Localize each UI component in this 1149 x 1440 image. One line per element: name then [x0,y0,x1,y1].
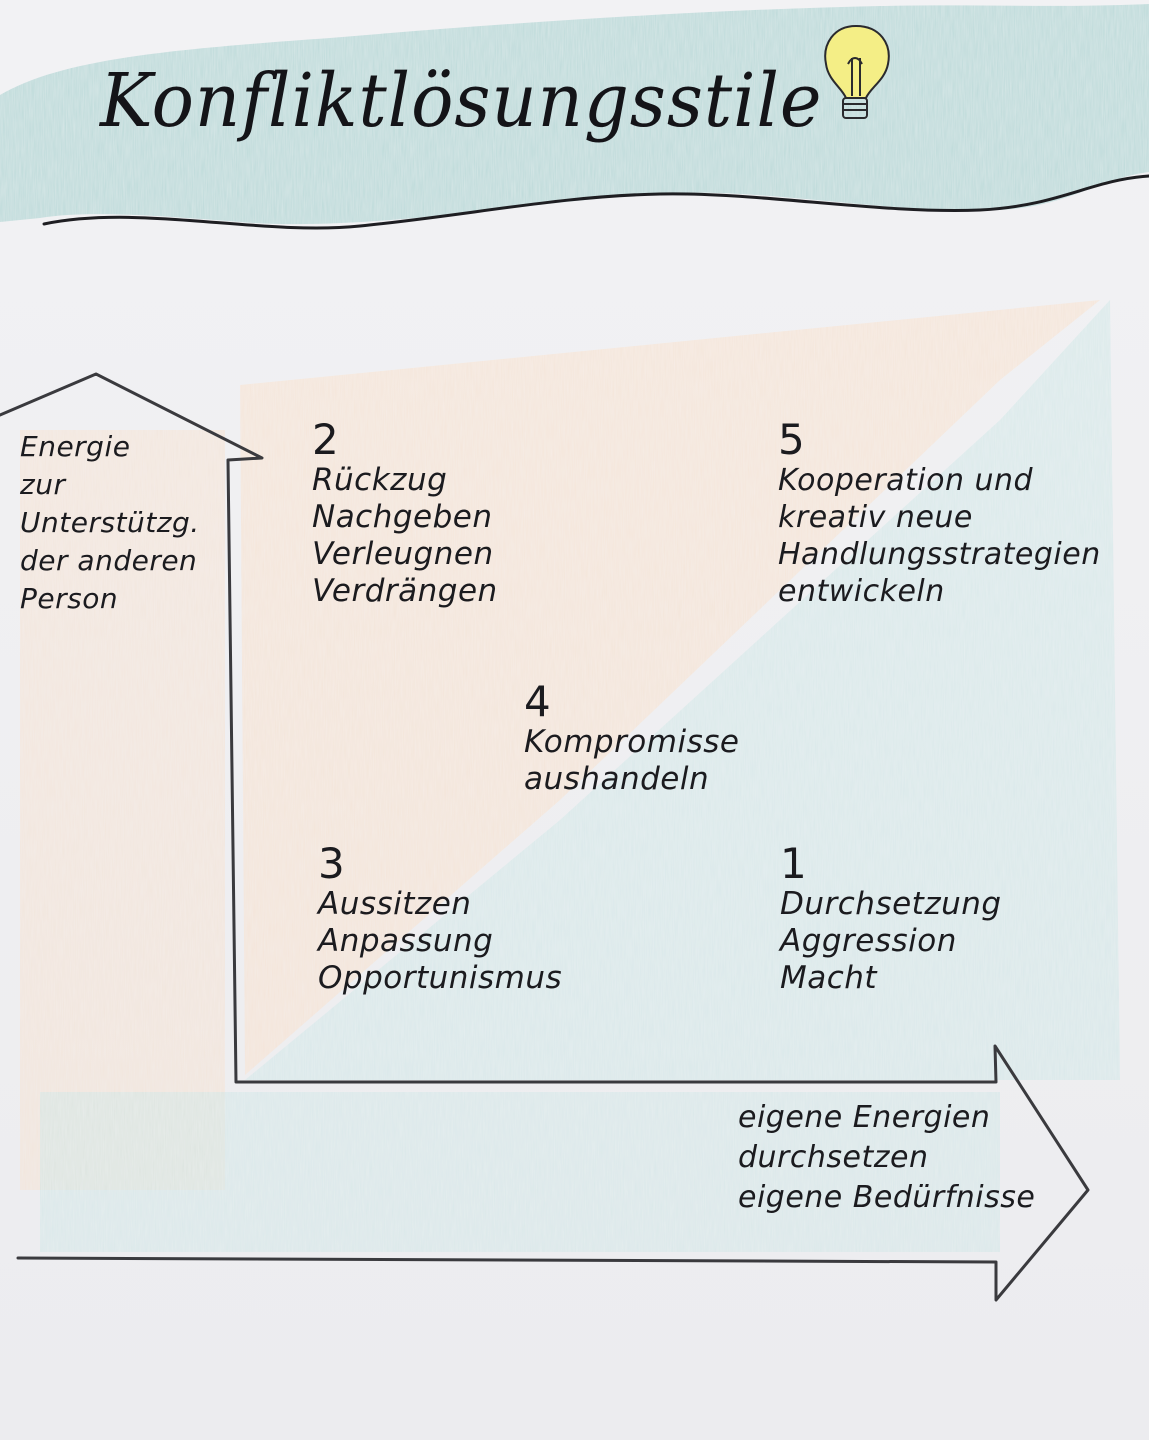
y-axis-label-line: Unterstützg. [20,506,200,539]
style-line: Rückzug [312,462,448,498]
x-arrow-fill [40,1092,1000,1252]
style-3-block: 3 Aussitzen Anpassung Opportunismus [318,842,562,997]
x-axis-label-line: durchsetzen [738,1140,929,1175]
y-axis-label-line: Person [20,582,119,615]
x-axis-label-line: eigene Bedürfnisse [738,1180,1036,1215]
style-line: Aussitzen [318,886,472,922]
style-2-block: 2 Rückzug Nachgeben Verleugnen Verdränge… [312,418,498,610]
style-line: aushandeln [524,761,710,797]
y-axis-label-line: zur [20,468,66,501]
style-line: Anpassung [318,923,494,959]
style-line: entwickeln [778,574,945,609]
y-axis-label-line: Energie [20,430,131,463]
style-line: Kompromisse [524,724,740,760]
x-axis-label: eigene Energien durchsetzen eigene Bedür… [738,1098,1035,1218]
style-line: Nachgeben [312,499,493,535]
style-line: Kooperation und [778,463,1034,498]
style-line: Aggression [780,923,957,959]
style-line: Durchsetzung [780,886,1002,922]
style-line: kreativ neue [778,500,973,535]
style-number: 3 [318,839,346,888]
axis-arrows-outline [0,372,1090,1302]
style-4-block: 4 Kompromisse aushandeln [524,680,739,798]
y-axis-label-line: der anderen [20,544,198,577]
lightbulb-icon [824,24,890,119]
y-arrow-fill [20,430,225,1190]
style-line: Opportunismus [318,960,563,996]
x-axis-label-line: eigene Energien [738,1100,991,1135]
style-line: Verdrängen [312,573,498,609]
y-axis-label: Energie zur Unterstützg. der anderen Per… [20,428,200,618]
style-number: 2 [312,415,340,464]
style-number: 1 [780,839,808,888]
title-banner-underline [42,174,1149,230]
style-number: 5 [778,415,806,464]
style-line: Handlungsstrategien [778,537,1101,572]
style-line: Verleugnen [312,536,494,572]
page-title: Konfliktlösungsstile [100,58,823,144]
style-line: Macht [780,960,878,996]
style-5-block: 5 Kooperation und kreativ neue Handlungs… [778,418,1101,610]
warm-fill-region [240,300,1100,1075]
style-1-block: 1 Durchsetzung Aggression Macht [780,842,1002,997]
cool-fill-region [245,300,1120,1080]
style-number: 4 [524,677,552,726]
